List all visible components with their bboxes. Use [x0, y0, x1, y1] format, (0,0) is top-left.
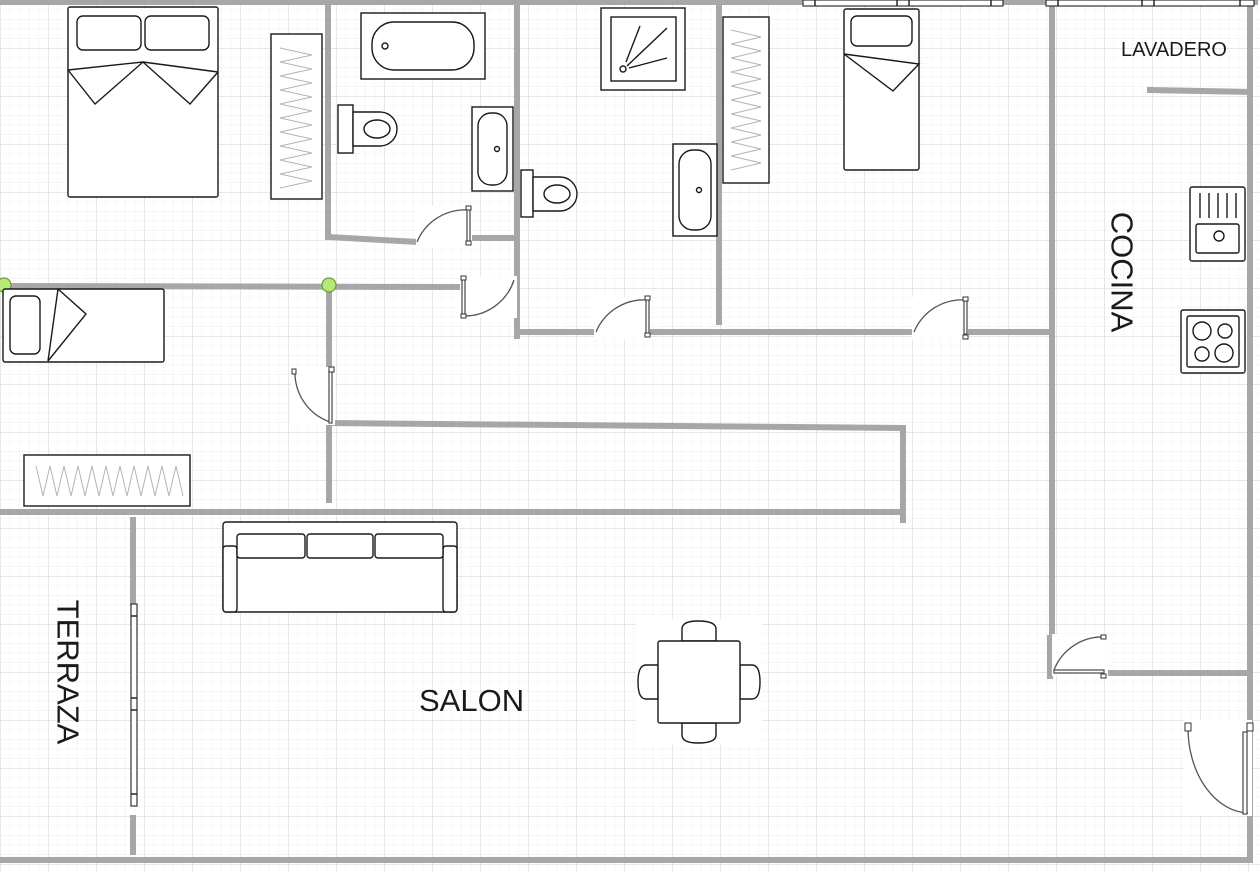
wardrobe	[722, 16, 770, 184]
door	[416, 205, 472, 248]
bathtub	[360, 12, 486, 80]
sink	[672, 143, 718, 237]
window	[1045, 0, 1255, 7]
shower-tray	[600, 7, 686, 91]
room-label-terraza: TERRAZA	[50, 599, 86, 745]
room-label-lavadero: LAVADERO	[1121, 39, 1227, 61]
wall-laundry	[1146, 86, 1254, 96]
wall-node	[321, 277, 337, 293]
dining-table	[636, 619, 762, 745]
wardrobe	[270, 33, 323, 200]
wall-bath-1-floor	[324, 233, 422, 246]
kitchen-sink	[1189, 186, 1246, 262]
toilet	[337, 104, 398, 154]
room-label-salon: SALON	[419, 683, 525, 718]
wall-corridor-top	[325, 419, 907, 432]
window	[802, 0, 1004, 7]
door	[912, 296, 969, 340]
door	[291, 366, 335, 425]
windows	[130, 0, 1255, 807]
door	[460, 275, 517, 319]
single-bed	[843, 8, 921, 171]
single-bed	[2, 287, 165, 363]
wall-bedroom-3-top	[0, 282, 464, 291]
sofa	[222, 521, 458, 613]
wardrobe	[23, 454, 191, 507]
door	[1052, 634, 1108, 679]
entrance-door	[1184, 720, 1254, 816]
room-label-cocina: COCINA	[1104, 211, 1140, 333]
double-bed	[67, 6, 219, 198]
door	[594, 295, 651, 339]
toilet	[520, 169, 578, 218]
stove	[1180, 309, 1246, 374]
terrace-window	[130, 603, 138, 807]
sink	[471, 106, 514, 192]
